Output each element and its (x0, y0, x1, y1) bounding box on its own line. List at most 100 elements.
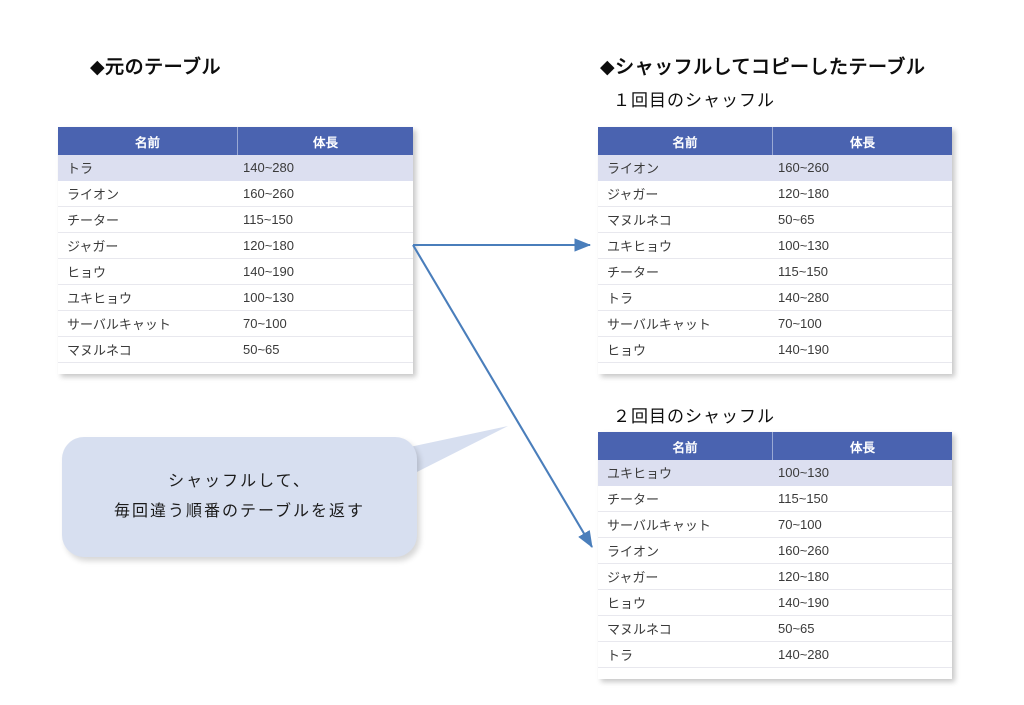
table-row: マヌルネコ 50~65 (58, 337, 413, 363)
table-row: トラ 140~280 (598, 285, 952, 311)
column-header-name: 名前 (598, 127, 773, 155)
page-title-original: ◆元のテーブル (90, 57, 221, 78)
cell-height: 140~190 (778, 595, 829, 610)
cell-name: サーバルキャット (67, 317, 171, 332)
table-body: ユキヒョウ 100~130 チーター 115~150 サーバルキャット 70~100 ライオ… (598, 460, 952, 668)
table-row: ヒョウ 140~190 (58, 259, 413, 285)
cell-height: 140~280 (243, 160, 294, 175)
cell-height: 120~180 (778, 569, 829, 584)
table-row: ユキヒョウ 100~130 (598, 460, 952, 486)
callout-tail (405, 426, 508, 478)
table-row: マヌルネコ 50~65 (598, 616, 952, 642)
table-bottom-padding (598, 668, 952, 679)
cell-height: 120~180 (778, 186, 829, 201)
table-body: ライオン 160~260 ジャガー 120~180 マヌルネコ 50~65 ユキヒョウ 100… (598, 155, 952, 363)
table-row: サーバルキャット 70~100 (58, 311, 413, 337)
table-row: トラ 140~280 (58, 155, 413, 181)
callout-line-2: 毎回違う順番のテーブルを返す (113, 503, 366, 520)
table-row: チーター 115~150 (598, 259, 952, 285)
table-row: ユキヒョウ 100~130 (58, 285, 413, 311)
cell-height: 160~260 (243, 186, 294, 201)
table-header-row: 名前 体長 (598, 432, 952, 460)
cell-name: ユキヒョウ (67, 291, 133, 306)
cell-name: トラ (607, 291, 634, 306)
table-row: ライオン 160~260 (598, 155, 952, 181)
cell-height: 100~130 (243, 290, 294, 305)
table-row: ジャガー 120~180 (598, 181, 952, 207)
cell-height: 70~100 (243, 316, 287, 331)
column-header-height: 体長 (312, 135, 338, 150)
cell-height: 70~100 (778, 316, 822, 331)
cell-name: ユキヒョウ (607, 239, 673, 254)
cell-name: チーター (607, 492, 660, 507)
cell-height: 100~130 (778, 465, 829, 480)
cell-name: マヌルネコ (607, 622, 672, 637)
cell-name: ヒョウ (607, 343, 647, 358)
table-row: ヒョウ 140~190 (598, 590, 952, 616)
cell-height: 140~190 (778, 342, 829, 357)
cell-height: 160~260 (778, 160, 829, 175)
subtitle-shuffle-1: １回目のシャッフル (613, 91, 775, 110)
table-row: チーター 115~150 (58, 207, 413, 233)
table-shuffle-2: 名前 体長 ユキヒョウ 100~130 チーター 115~150 サーバルキャット 70~… (598, 432, 952, 679)
cell-name: マヌルネコ (67, 343, 132, 358)
table-row: マヌルネコ 50~65 (598, 207, 952, 233)
table-row: サーバルキャット 70~100 (598, 311, 952, 337)
cell-name: チーター (607, 265, 660, 280)
cell-name: ジャガー (607, 187, 659, 202)
column-header-name: 名前 (58, 127, 238, 155)
arrow-to-shuffle-2 (412, 244, 593, 548)
cell-name: トラ (67, 161, 94, 176)
table-row: トラ 140~280 (598, 642, 952, 668)
cell-height: 115~150 (243, 212, 294, 227)
cell-name: ライオン (607, 161, 660, 176)
table-bottom-padding (58, 363, 413, 374)
table-row: サーバルキャット 70~100 (598, 512, 952, 538)
callout-text: シャッフルして、 毎回違う順番のテーブルを返す (114, 467, 365, 527)
cell-name: ユキヒョウ (607, 466, 673, 481)
cell-name: ヒョウ (607, 596, 647, 611)
cell-height: 50~65 (778, 621, 815, 636)
table-original: 名前 体長 トラ 140~280 ライオン 160~260 チーター 115~150 ジャガ… (58, 127, 413, 374)
table-row: ジャガー 120~180 (598, 564, 952, 590)
table-bottom-padding (598, 363, 952, 374)
cell-name: ヒョウ (67, 265, 107, 280)
cell-height: 100~130 (778, 238, 829, 253)
cell-height: 160~260 (778, 543, 829, 558)
table-row: ライオン 160~260 (58, 181, 413, 207)
cell-name: ライオン (67, 187, 120, 202)
table-header-row: 名前 体長 (58, 127, 413, 155)
cell-height: 140~190 (243, 264, 294, 279)
cell-height: 140~280 (778, 290, 829, 305)
callout-line-1: シャッフルして、 (168, 473, 311, 490)
cell-height: 50~65 (243, 342, 280, 357)
cell-name: サーバルキャット (607, 317, 711, 332)
table-header-row: 名前 体長 (598, 127, 952, 155)
cell-height: 115~150 (778, 264, 829, 279)
cell-height: 115~150 (778, 491, 829, 506)
cell-name: ジャガー (607, 570, 659, 585)
cell-name: ジャガー (67, 239, 119, 254)
column-header-name: 名前 (598, 432, 773, 460)
cell-name: トラ (607, 648, 634, 663)
callout-shuffle-description: シャッフルして、 毎回違う順番のテーブルを返す (62, 437, 417, 557)
column-header-height: 体長 (849, 440, 875, 455)
table-row: ジャガー 120~180 (58, 233, 413, 259)
cell-height: 120~180 (243, 238, 294, 253)
table-shuffle-1: 名前 体長 ライオン 160~260 ジャガー 120~180 マヌルネコ 50~65 ユキ… (598, 127, 952, 374)
cell-name: チーター (67, 213, 120, 228)
cell-name: サーバルキャット (607, 518, 711, 533)
cell-height: 70~100 (778, 517, 822, 532)
table-body: トラ 140~280 ライオン 160~260 チーター 115~150 ジャガー 120~1… (58, 155, 413, 363)
cell-name: ライオン (607, 544, 660, 559)
cell-height: 50~65 (778, 212, 815, 227)
table-row: チーター 115~150 (598, 486, 952, 512)
table-row: ライオン 160~260 (598, 538, 952, 564)
cell-height: 140~280 (778, 647, 829, 662)
cell-name: マヌルネコ (607, 213, 672, 228)
table-row: ユキヒョウ 100~130 (598, 233, 952, 259)
column-header-height: 体長 (849, 135, 875, 150)
page-title-shuffled: ◆シャッフルしてコピーしたテーブル (600, 57, 926, 78)
subtitle-shuffle-2: ２回目のシャッフル (613, 407, 775, 426)
